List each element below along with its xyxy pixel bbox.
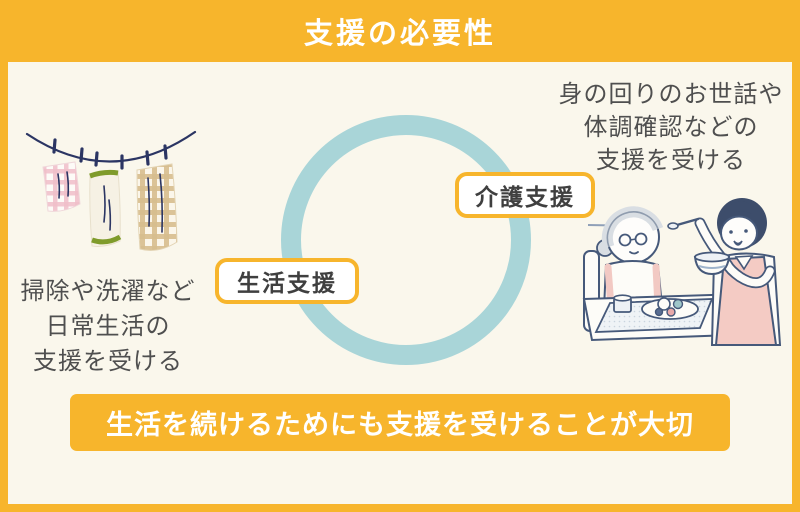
- left-caption-line3: 支援を受ける: [33, 347, 183, 375]
- title-banner: 支援の必要性: [0, 0, 800, 62]
- right-caption: 身の回りのお世話や 体調確認などの 支援を受ける: [543, 78, 799, 177]
- pink-towel: [42, 161, 81, 212]
- left-caption-line1: 掃除や洗濯など: [20, 277, 196, 305]
- label-seikatsu-shien: 生活支援: [215, 258, 359, 304]
- right-caption-line2: 体調確認などの: [583, 113, 759, 141]
- elderly-woman: [596, 206, 664, 311]
- left-caption: 掃除や洗濯など 日常生活の 支援を受ける: [10, 274, 206, 379]
- right-caption-line1: 身の回りのお世話や: [558, 80, 784, 108]
- clothespins: [52, 138, 168, 170]
- footer-banner: 生活を続けるためにも支援を受けることが大切: [70, 394, 730, 451]
- left-caption-line2: 日常生活の: [45, 312, 171, 340]
- label-kaigo-shien: 介護支援: [455, 172, 595, 218]
- right-caption-line3: 支援を受ける: [596, 146, 746, 174]
- clothesline: [25, 130, 197, 163]
- bowl: [693, 251, 731, 276]
- diagram-area: 生活支援 介護支援 掃除や洗濯など 日常生活の 支援を受ける 身の回りのお世話や…: [8, 62, 792, 504]
- spoon: [675, 217, 700, 227]
- cup: [613, 294, 632, 313]
- caregiver: [667, 198, 782, 346]
- tan-towel: [136, 163, 178, 251]
- laundry-illustration: [25, 130, 197, 251]
- meal-table: [582, 292, 744, 342]
- label-kaigo-shien-text: 介護支援: [475, 185, 575, 211]
- cycle-ring-icon: [281, 115, 531, 365]
- footer-message: 生活を続けるためにも支援を受けることが大切: [106, 410, 694, 441]
- page-title: 支援の必要性: [303, 16, 496, 50]
- label-seikatsu-shien-text: 生活支援: [237, 271, 337, 297]
- caregiving-illustration: [582, 198, 782, 346]
- plate-of-food: [641, 297, 699, 320]
